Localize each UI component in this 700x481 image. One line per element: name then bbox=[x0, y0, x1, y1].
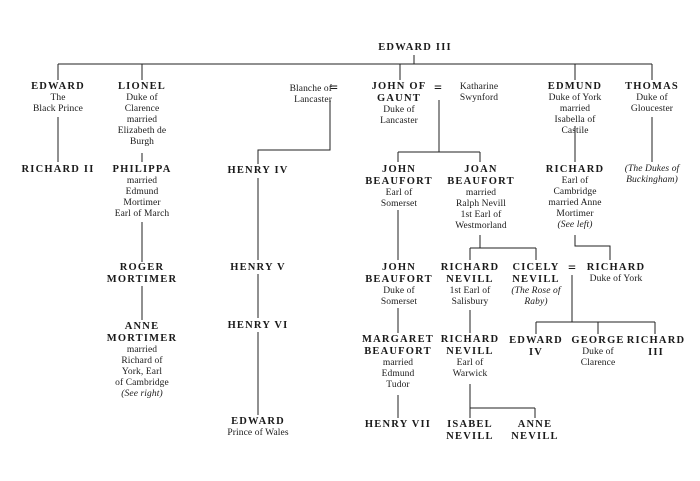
person-thomas: THOMAS Duke of Gloucester bbox=[625, 81, 679, 114]
dukes-of-buckingham-note: (The Dukes of Buckingham) bbox=[624, 164, 680, 185]
person-richard-nevill-warwick: RICHARD NEVILL Earl of Warwick bbox=[440, 334, 500, 379]
person-philippa: PHILIPPA married Edmund Mortimer Earl of… bbox=[112, 164, 172, 219]
person-edmund: EDMUND Duke of York married Isabella of … bbox=[547, 81, 603, 136]
person-edward-iii: EDWARD III bbox=[378, 42, 452, 53]
person-blanche: Blanche of Lancaster bbox=[289, 84, 332, 105]
marriage-symbol: = bbox=[568, 261, 576, 276]
person-richard-duke-of-york: RICHARD Duke of York bbox=[586, 262, 646, 284]
person-edward-prince-of-wales: EDWARD Prince of Wales bbox=[227, 416, 289, 438]
marriage-symbol: = bbox=[434, 81, 442, 96]
person-edward-iv: EDWARD IV bbox=[509, 335, 563, 358]
person-richard-cambridge: RICHARD Earl of Cambridge married Anne M… bbox=[545, 164, 605, 230]
person-john-beaufort-earl: JOHN BEAUFORT Earl of Somerset bbox=[365, 164, 433, 209]
person-margaret-beaufort: MARGARET BEAUFORT married Edmund Tudor bbox=[361, 334, 434, 390]
person-katharine-swynford: Katharine Swynford bbox=[459, 82, 499, 103]
connector bbox=[574, 235, 611, 260]
connector bbox=[257, 100, 331, 164]
person-richard-iii: RICHARD III bbox=[626, 335, 686, 358]
person-henry-v: HENRY V bbox=[230, 262, 286, 273]
person-anne-nevill: ANNE NEVILL bbox=[511, 419, 559, 442]
person-edward-black-prince: EDWARD The Black Prince bbox=[31, 81, 85, 114]
person-roger-mortimer: ROGER MORTIMER bbox=[106, 262, 178, 285]
person-anne-mortimer: ANNE MORTIMER married Richard of York, E… bbox=[106, 321, 178, 399]
person-richard-ii: RICHARD II bbox=[21, 164, 95, 175]
person-john-of-gaunt: JOHN OF GAUNT Duke of Lancaster bbox=[371, 81, 427, 126]
person-john-beaufort-duke: JOHN BEAUFORT Duke of Somerset bbox=[365, 262, 433, 307]
person-henry-vi: HENRY VI bbox=[227, 320, 289, 331]
marriage-symbol: = bbox=[330, 81, 338, 96]
person-george-clarence: GEORGE Duke of Clarence bbox=[571, 335, 625, 368]
person-isabel-nevill: ISABEL NEVILL bbox=[446, 419, 494, 442]
person-richard-nevill-salisbury: RICHARD NEVILL 1st Earl of Salisbury bbox=[440, 262, 500, 307]
person-lionel: LIONEL Duke of Clarence married Elizabet… bbox=[117, 81, 167, 147]
person-cicely-nevill: CICELY NEVILL (The Rose of Raby) bbox=[511, 262, 561, 307]
person-joan-beaufort: JOAN BEAUFORT married Ralph Nevill 1st E… bbox=[447, 164, 515, 231]
person-henry-vii: HENRY VII bbox=[364, 419, 432, 430]
person-henry-iv: HENRY IV bbox=[227, 165, 289, 176]
